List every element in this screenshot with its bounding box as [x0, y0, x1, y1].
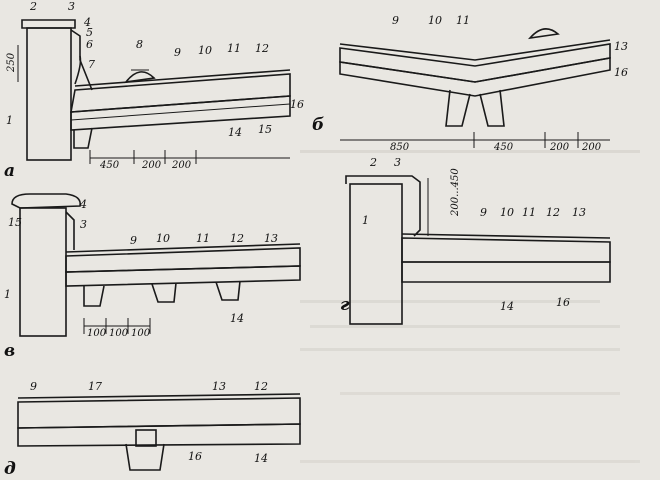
parapet-flashing-g — [345, 175, 421, 237]
panel-a: а 250 450 200 200 2 3 4 5 6 7 8 9 10 11 … — [4, 0, 304, 181]
valley-drain-funnel — [527, 28, 560, 40]
callout-4: 4 — [83, 16, 91, 29]
callout-g-9: 9 — [480, 206, 487, 219]
panel-letter-g: г — [340, 295, 350, 315]
callout-g-1: 1 — [362, 214, 369, 227]
panel-v: в 100 100 100 15 4 3 9 10 11 12 13 14 1 — [4, 193, 301, 361]
insulation-layer — [70, 73, 291, 113]
callout-10: 10 — [198, 44, 212, 57]
dim-v-100a: 100 — [87, 328, 107, 339]
callout-v-1: 1 — [4, 288, 11, 301]
callout-d-16: 16 — [188, 450, 202, 463]
slab-d — [17, 423, 301, 447]
callout-g-16: 16 — [556, 296, 570, 309]
callout-8: 8 — [136, 38, 143, 51]
callout-v-14: 14 — [230, 312, 244, 325]
callout-d-12: 12 — [254, 380, 268, 393]
slab-valley — [339, 57, 611, 97]
callout-7: 7 — [88, 58, 95, 71]
callout-d-17: 17 — [88, 380, 102, 393]
callout-12: 12 — [255, 42, 269, 55]
callout-g-3: 3 — [394, 156, 401, 169]
dim-a-height: 250 — [6, 52, 17, 73]
dim-v-100b: 100 — [109, 328, 129, 339]
callout-g-14: 14 — [500, 300, 514, 313]
callout-g-2: 2 — [369, 156, 377, 169]
joint-rib-d — [125, 443, 165, 471]
callout-3: 3 — [68, 0, 75, 13]
callout-16: 16 — [290, 98, 304, 111]
callout-v-11: 11 — [196, 232, 210, 245]
parapet-coping — [21, 19, 76, 29]
dim-b-200: 200 — [549, 142, 570, 153]
callout-5: 5 — [86, 26, 93, 39]
slab-g — [401, 261, 611, 283]
callout-v-12: 12 — [230, 232, 244, 245]
background-print-through — [300, 150, 640, 463]
dim-a-200: 200 — [141, 160, 162, 171]
callout-v-10: 10 — [156, 232, 170, 245]
insulation-g — [401, 237, 611, 263]
callout-d-14: 14 — [254, 452, 268, 465]
callout-15: 15 — [258, 123, 272, 136]
valley-rib-right — [479, 89, 505, 127]
callout-14: 14 — [228, 126, 242, 139]
flashing-apron — [70, 29, 93, 91]
joint-filling-d — [135, 429, 157, 447]
callout-1: 1 — [6, 114, 13, 127]
callout-v-15: 15 — [8, 216, 22, 229]
callout-v-4: 4 — [79, 198, 87, 211]
callout-2: 2 — [29, 0, 37, 13]
callout-6: 6 — [86, 38, 93, 51]
slab-rib — [73, 127, 93, 149]
panel-b: б 850 450 200 200 9 10 11 13 16 — [312, 14, 628, 153]
dim-v-100c: 100 — [131, 328, 151, 339]
callout-v-9: 9 — [130, 234, 137, 247]
callout-d-9: 9 — [30, 380, 37, 393]
callout-v-13: 13 — [264, 232, 278, 245]
panel-g: г 200...450 2 3 1 9 10 11 12 13 14 16 — [340, 156, 611, 325]
parapet-wall — [26, 27, 72, 161]
callout-b-11: 11 — [456, 14, 470, 27]
valley-rib-left — [445, 89, 471, 127]
callout-b-9: 9 — [392, 14, 399, 27]
callout-g-13: 13 — [572, 206, 586, 219]
dim-a-200b: 200 — [171, 160, 192, 171]
panel-letter-d: д — [4, 459, 16, 479]
callout-b-10: 10 — [428, 14, 442, 27]
roofing-membrane — [74, 69, 291, 87]
panel-letter-v: в — [4, 341, 15, 361]
roofing-valley — [339, 39, 611, 61]
roof-drain-funnel — [124, 71, 156, 84]
insulation-valley — [339, 43, 611, 83]
callout-9: 9 — [174, 46, 181, 59]
panel-d: д 9 17 13 12 16 14 — [4, 380, 301, 479]
parapet-cap-v — [11, 193, 82, 209]
callout-g-10: 10 — [500, 206, 514, 219]
callout-g-11: 11 — [522, 206, 536, 219]
insulation-d — [17, 397, 301, 429]
panel-letter-a: а — [4, 161, 15, 181]
dim-b-450: 450 — [493, 142, 514, 153]
dim-b-200b: 200 — [581, 142, 602, 153]
callout-v-3: 3 — [80, 218, 87, 231]
slab-v — [65, 265, 301, 287]
callout-d-13: 13 — [212, 380, 226, 393]
dim-g-height: 200...450 — [450, 168, 461, 217]
callout-b-16: 16 — [614, 66, 628, 79]
dim-a-450: 450 — [99, 160, 120, 171]
dim-b-850: 850 — [390, 142, 410, 153]
callout-b-13: 13 — [614, 40, 628, 53]
callout-11: 11 — [227, 42, 241, 55]
callout-g-12: 12 — [546, 206, 560, 219]
parapet-wall-v — [19, 207, 67, 337]
panel-letter-b: б — [312, 115, 324, 135]
